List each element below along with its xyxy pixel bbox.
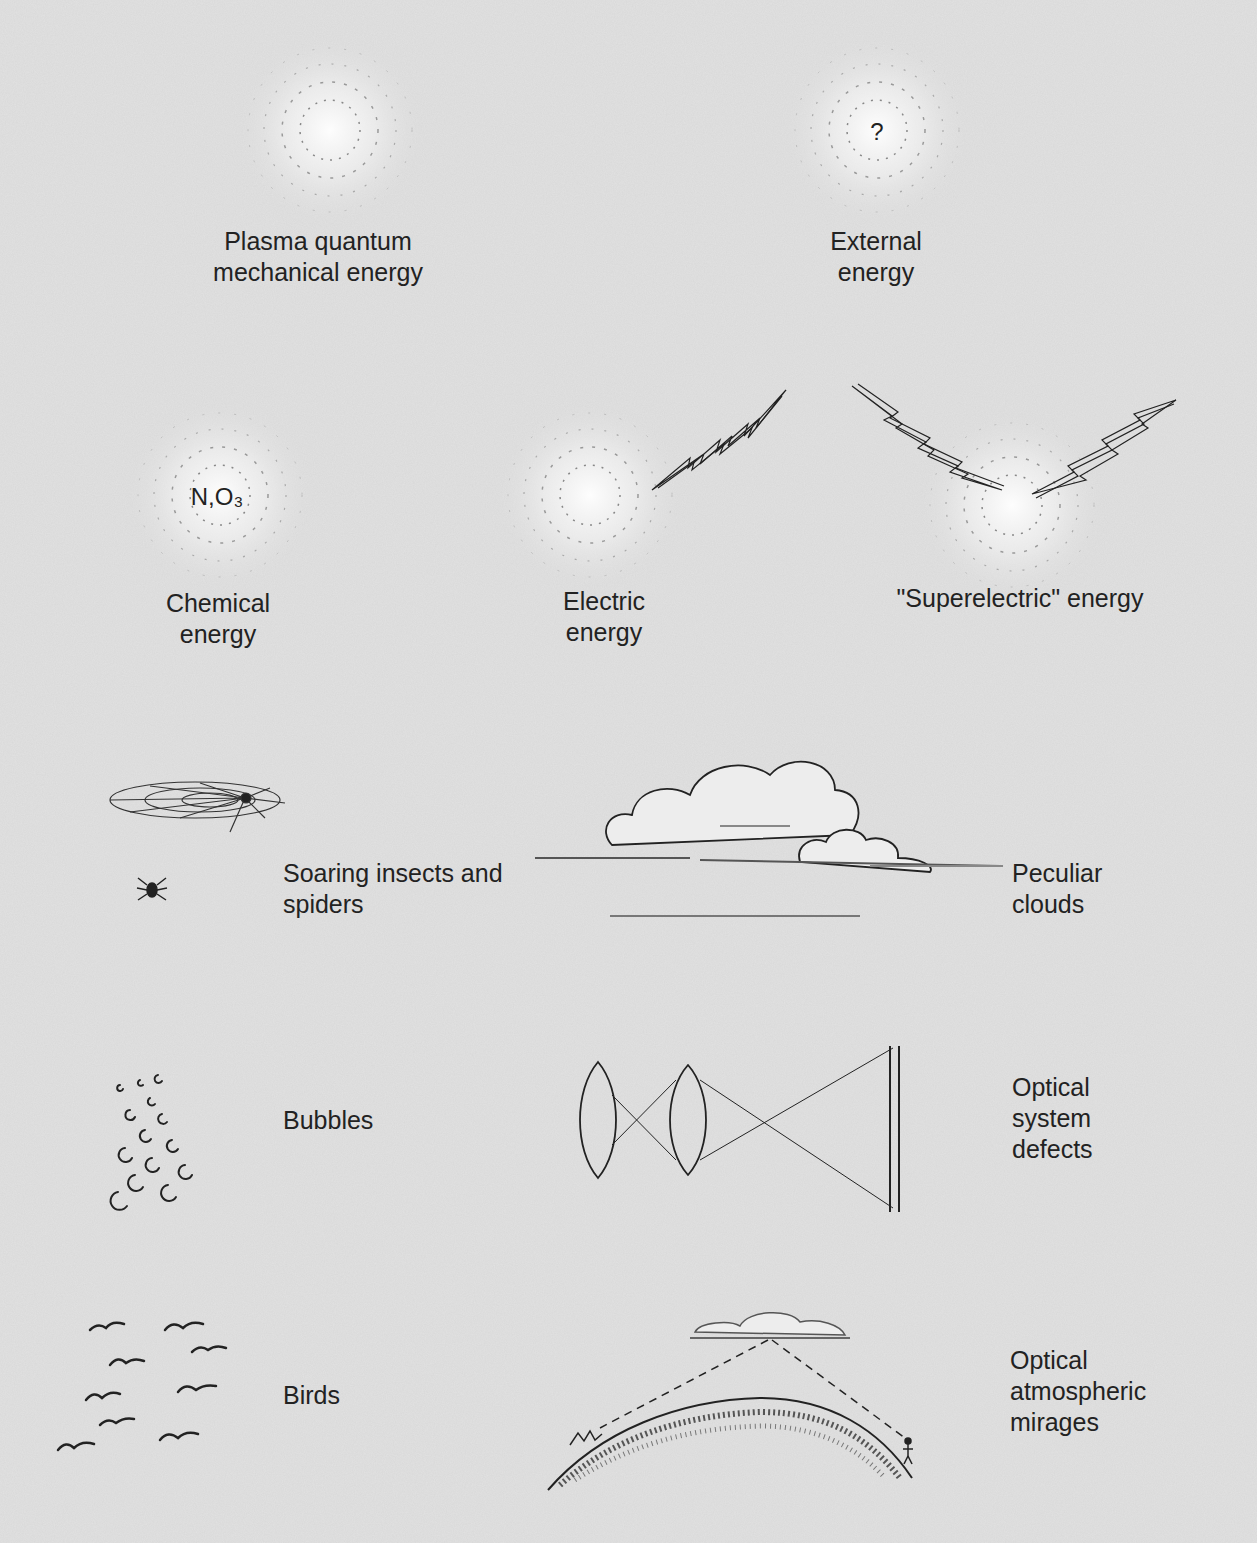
spider bbox=[137, 878, 167, 900]
lightning-bolts bbox=[652, 384, 1176, 498]
chemical-burst bbox=[130, 405, 310, 585]
chemical-formula: N,O₃ bbox=[191, 481, 243, 512]
bubbles bbox=[111, 1075, 192, 1210]
peculiar-cloud bbox=[606, 762, 931, 872]
energy-label: External energy bbox=[801, 226, 951, 288]
mirage-scene bbox=[548, 1313, 913, 1490]
spider-web bbox=[110, 782, 285, 832]
plasma-burst bbox=[240, 40, 420, 220]
lens-system bbox=[580, 1046, 899, 1212]
superelectric-burst bbox=[922, 415, 1102, 595]
unknown-mark: ? bbox=[870, 116, 883, 147]
external-burst bbox=[787, 40, 967, 220]
energy-label: Plasma quantum mechanical energy bbox=[168, 226, 468, 288]
phenomenon-label: Soaring insects and spiders bbox=[283, 858, 508, 920]
phenomenon-label: Bubbles bbox=[283, 1105, 373, 1136]
phenomenon-label: Optical atmospheric mirages bbox=[1010, 1345, 1200, 1438]
phenomenon-label: Optical system defects bbox=[1012, 1072, 1147, 1165]
cloud-streaks bbox=[535, 826, 1003, 916]
electric-burst bbox=[500, 405, 680, 585]
phenomenon-label: Birds bbox=[283, 1380, 340, 1411]
energy-label: Chemical energy bbox=[138, 588, 298, 650]
phenomenon-label: Peculiar clouds bbox=[1012, 858, 1152, 920]
energy-label: Electric energy bbox=[534, 586, 674, 648]
energy-label: "Superelectric" energy bbox=[895, 583, 1145, 614]
birds bbox=[58, 1323, 226, 1450]
